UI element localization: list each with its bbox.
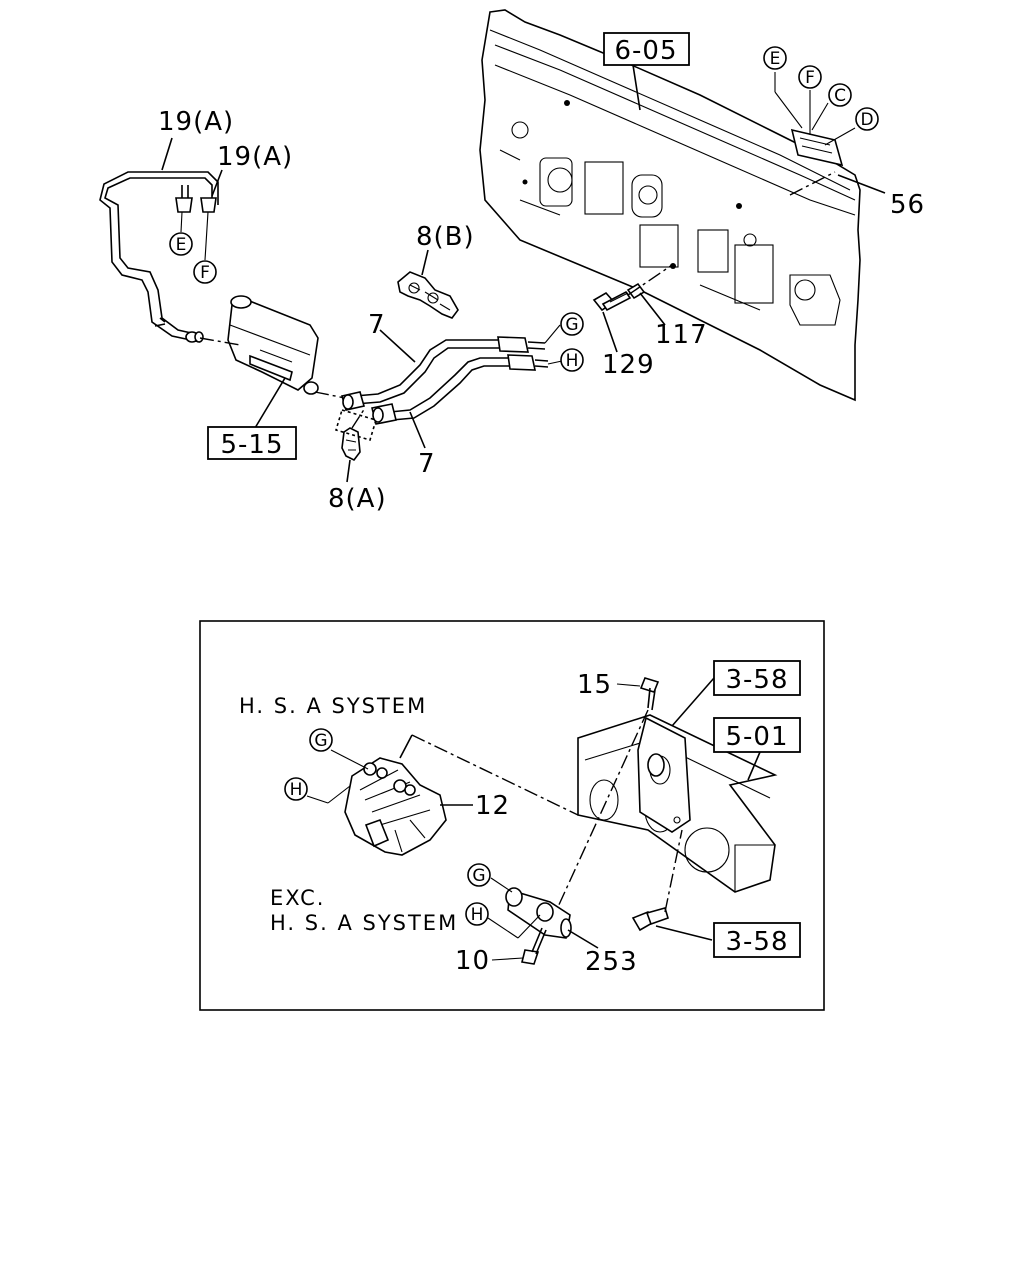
svg-text:H: H <box>566 351 579 371</box>
svg-text:G: G <box>472 866 485 886</box>
ref-box-6-05: 6-05 <box>603 32 690 111</box>
inset-exc-line1: EXC. <box>270 886 325 910</box>
svg-text:5-15: 5-15 <box>220 430 283 460</box>
circle-f-top: F <box>798 65 822 89</box>
inset-hsa-system-label: H. S. A SYSTEM <box>239 694 427 718</box>
svg-text:5-01: 5-01 <box>725 722 788 752</box>
label-8b: 8(B) <box>416 222 475 252</box>
svg-text:H: H <box>471 905 484 925</box>
label-12: 12 <box>475 791 510 821</box>
pipe-19a <box>99 171 219 343</box>
svg-text:F: F <box>805 68 815 88</box>
circle-c-top: C <box>828 83 852 107</box>
clip-8b <box>397 271 459 319</box>
inset-exc-line2: H. S. A SYSTEM <box>270 911 458 935</box>
label-129: 129 <box>602 350 655 380</box>
circle-h-inset-hsa: H <box>284 777 308 801</box>
label-19a-right: 19(A) <box>217 142 293 172</box>
circle-e-left: E <box>169 232 193 256</box>
bolt-3-58 <box>631 907 669 932</box>
bolt-129 <box>592 290 632 312</box>
circle-g-inset-hsa: G <box>309 728 333 752</box>
pipe-7 <box>340 336 549 425</box>
ref-box-3-58-top: 3-58 <box>671 660 801 727</box>
ref-box-5-01: 5-01 <box>713 717 801 781</box>
label-7-upper: 7 <box>368 310 386 340</box>
bracket-5-15 <box>227 295 319 395</box>
circle-h-upper: H <box>560 348 584 372</box>
bracket-3-58 <box>637 716 691 833</box>
circle-h-inset-exc: H <box>465 902 489 926</box>
label-15: 15 <box>577 670 612 700</box>
svg-text:6-05: 6-05 <box>614 36 677 66</box>
bolt-15 <box>639 677 660 711</box>
svg-text:G: G <box>314 731 327 751</box>
label-7-lower: 7 <box>418 449 436 479</box>
label-253: 253 <box>585 947 638 977</box>
label-56: 56 <box>890 190 925 220</box>
clip-8a <box>341 427 361 462</box>
connector-56 <box>790 128 886 194</box>
svg-text:F: F <box>200 263 210 283</box>
circle-g-inset-exc: G <box>467 863 491 887</box>
svg-text:D: D <box>860 110 873 130</box>
label-8a: 8(A) <box>328 484 387 514</box>
svg-text:3-58: 3-58 <box>725 927 788 957</box>
label-10: 10 <box>455 946 490 976</box>
ref-box-5-15: 5-15 <box>207 426 297 460</box>
fitting-253 <box>505 887 572 939</box>
circle-f-left: F <box>193 260 217 284</box>
svg-text:E: E <box>176 235 187 255</box>
circle-e-top: E <box>763 46 787 70</box>
svg-text:H: H <box>290 780 303 800</box>
svg-text:G: G <box>565 315 578 335</box>
svg-text:E: E <box>770 49 781 69</box>
svg-text:3-58: 3-58 <box>725 665 788 695</box>
inset-frame <box>199 620 825 1011</box>
washer-117 <box>626 282 646 300</box>
svg-text:C: C <box>834 86 846 106</box>
label-19a-left: 19(A) <box>158 107 234 137</box>
hsa-unit-12 <box>344 757 447 856</box>
label-117: 117 <box>655 320 708 350</box>
circle-g-upper: G <box>560 312 584 336</box>
ref-box-3-58-bottom: 3-58 <box>713 922 801 958</box>
circle-d-top: D <box>855 107 879 131</box>
